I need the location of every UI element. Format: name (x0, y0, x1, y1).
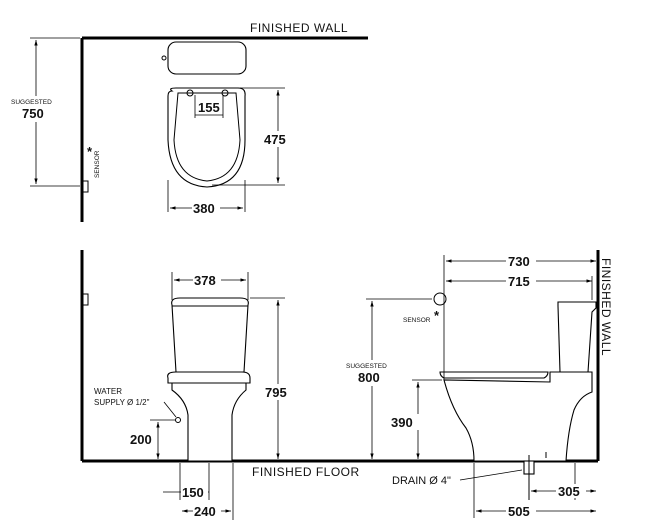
seat-front (167, 371, 251, 384)
dim-505-bg (506, 504, 536, 518)
sensor-box-top (82, 180, 89, 193)
body-side (443, 371, 593, 462)
dim-378-bg (193, 273, 221, 287)
finished-floor-label: FINISHED FLOOR (252, 465, 360, 479)
finished-wall-label-top: FINISHED WALL (250, 21, 348, 35)
dim-240-value: 240 (194, 504, 216, 519)
dim-390-value: 390 (391, 415, 413, 430)
front-view: 378 795 WATER SUPPLY Ø 1/2" 200 150 240 … (80, 250, 598, 520)
seat-hinge-right (221, 89, 229, 97)
dim-378-value: 378 (194, 273, 216, 288)
bowl-seat-inner (173, 92, 241, 182)
dim-795-bg (264, 384, 296, 400)
tank-fixing-dot (161, 55, 167, 61)
water-supply-point (175, 417, 181, 423)
dim-155-value: 155 (198, 100, 220, 115)
top-view: FINISHED WALL 155 475 380 SUGGESTED 750 (10, 21, 368, 222)
dim-715-bg (506, 274, 536, 288)
dim-505-value: 505 (508, 504, 530, 519)
dim-795-value: 795 (265, 385, 287, 400)
water-supply-label-1: WATER (94, 387, 122, 396)
sensor-label-side: SENSOR (403, 317, 431, 324)
sensor-label-top: SENSOR (94, 150, 101, 178)
water-supply-label-2: SUPPLY Ø 1/2" (94, 398, 150, 407)
cistern-front (171, 297, 249, 373)
dim-150-value: 150 (182, 485, 204, 500)
drain-leader (459, 469, 523, 481)
dim-750-bg (10, 96, 60, 122)
tank-top-view (167, 41, 247, 75)
sensor-box-front (82, 293, 89, 306)
dim-305-value: 305 (558, 484, 580, 499)
dim-730-bg (506, 254, 536, 268)
dim-150-bg (181, 485, 208, 499)
sensor-circle-side (433, 292, 447, 306)
dim-730-value: 730 (508, 254, 530, 269)
bowl-side (439, 371, 549, 379)
dim-750-value: 750 (22, 106, 44, 121)
dim-380-value: 380 (193, 201, 215, 216)
dim-800-value: 800 (358, 370, 380, 385)
dim-380-bg (192, 201, 220, 215)
seat-hinge-left (186, 89, 194, 97)
dim-715-value: 715 (508, 274, 530, 289)
finished-wall-label-side: FINISHED WALL (599, 258, 613, 356)
dim-800-bg (344, 360, 394, 386)
drain-label: DRAIN Ø 4" (392, 475, 451, 487)
dim-390-bg (390, 414, 420, 430)
suggested-label-top: SUGGESTED (11, 99, 52, 106)
water-supply-leader (163, 401, 177, 418)
dim-200-bg (128, 432, 156, 446)
dim-240-bg (193, 504, 221, 518)
dim-200-value: 200 (130, 432, 152, 447)
suggested-label-mid: SUGGESTED (346, 363, 387, 370)
tank-side (557, 301, 597, 373)
side-view: FINISHED WALL * SENSOR 730 715 SUGGESTED… (344, 250, 613, 519)
bowl-top-view (167, 87, 246, 188)
pedestal-front (171, 382, 247, 462)
dim-475-bg (262, 131, 294, 147)
dim-475-value: 475 (264, 132, 286, 147)
sensor-asterisk-top: * (87, 144, 93, 159)
sensor-asterisk-side: * (434, 308, 440, 323)
dim-305-bg (556, 484, 586, 498)
